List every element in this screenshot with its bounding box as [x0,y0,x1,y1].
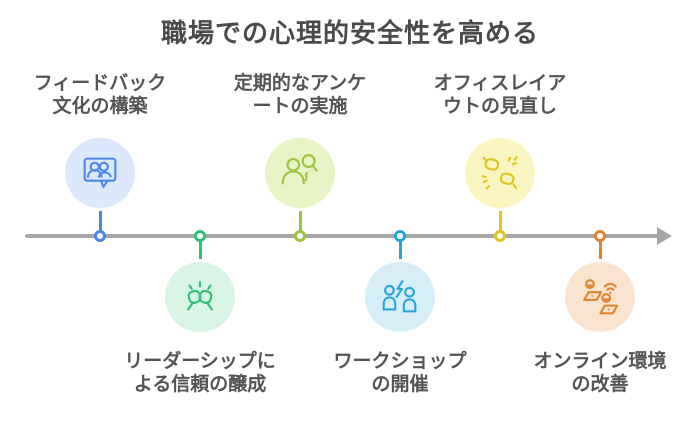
timeline-item-feedback: フィードバック 文化の構築 [0,0,200,423]
timeline-dot [594,230,606,242]
item-circle [465,138,535,208]
timeline-dot [494,230,506,242]
timeline-dot [394,230,406,242]
connector-line [298,205,302,233]
timeline-item-office-layout: オフィスレイア ウトの見直し [400,0,600,423]
arrow-right-icon [657,227,672,245]
timeline-dot [294,230,306,242]
item-label: オンライン環境 の改善 [533,351,667,396]
item-circle [265,138,335,208]
timeline-item-survey: 定期的なアンケ ートの実施 [200,0,400,423]
timeline-dot [94,230,106,242]
connector-line [598,239,602,265]
connector-line [498,205,502,233]
timeline-item-leadership: リーダーシップに よる信頼の醸成 [100,0,300,423]
item-circle [365,262,435,332]
person-survey-magnifier-icon [281,154,318,185]
item-label: オフィスレイア ウトの見直し [433,73,567,118]
item-label: フィードバック 文化の構築 [33,73,167,118]
item-label: リーダーシップに よる信頼の醸成 [124,351,276,396]
fist-bump-sparkle-icon [481,156,518,190]
item-label: 定期的なアンケ ートの実施 [233,73,367,118]
page-title: 職場での心理的安全性を高める [160,18,539,48]
item-circle [565,262,635,332]
item-label: ワークショップ の開催 [333,351,467,396]
connector-line [198,239,202,265]
connector-line [98,205,102,233]
timeline-dot [194,230,206,242]
clasped-fists-trust-icon [186,281,214,311]
timeline-item-online: オンライン環境 の改善 [500,0,700,423]
timeline-item-workshop: ワークショップ の開催 [300,0,500,423]
remote-laptops-wifi-icon [583,279,619,315]
connector-line [398,239,402,265]
timeline-axis [25,234,659,238]
people-lightning-workshop-icon [382,280,417,313]
item-circle [165,262,235,332]
item-circle [65,138,135,208]
feedback-chat-people-icon [83,157,117,188]
